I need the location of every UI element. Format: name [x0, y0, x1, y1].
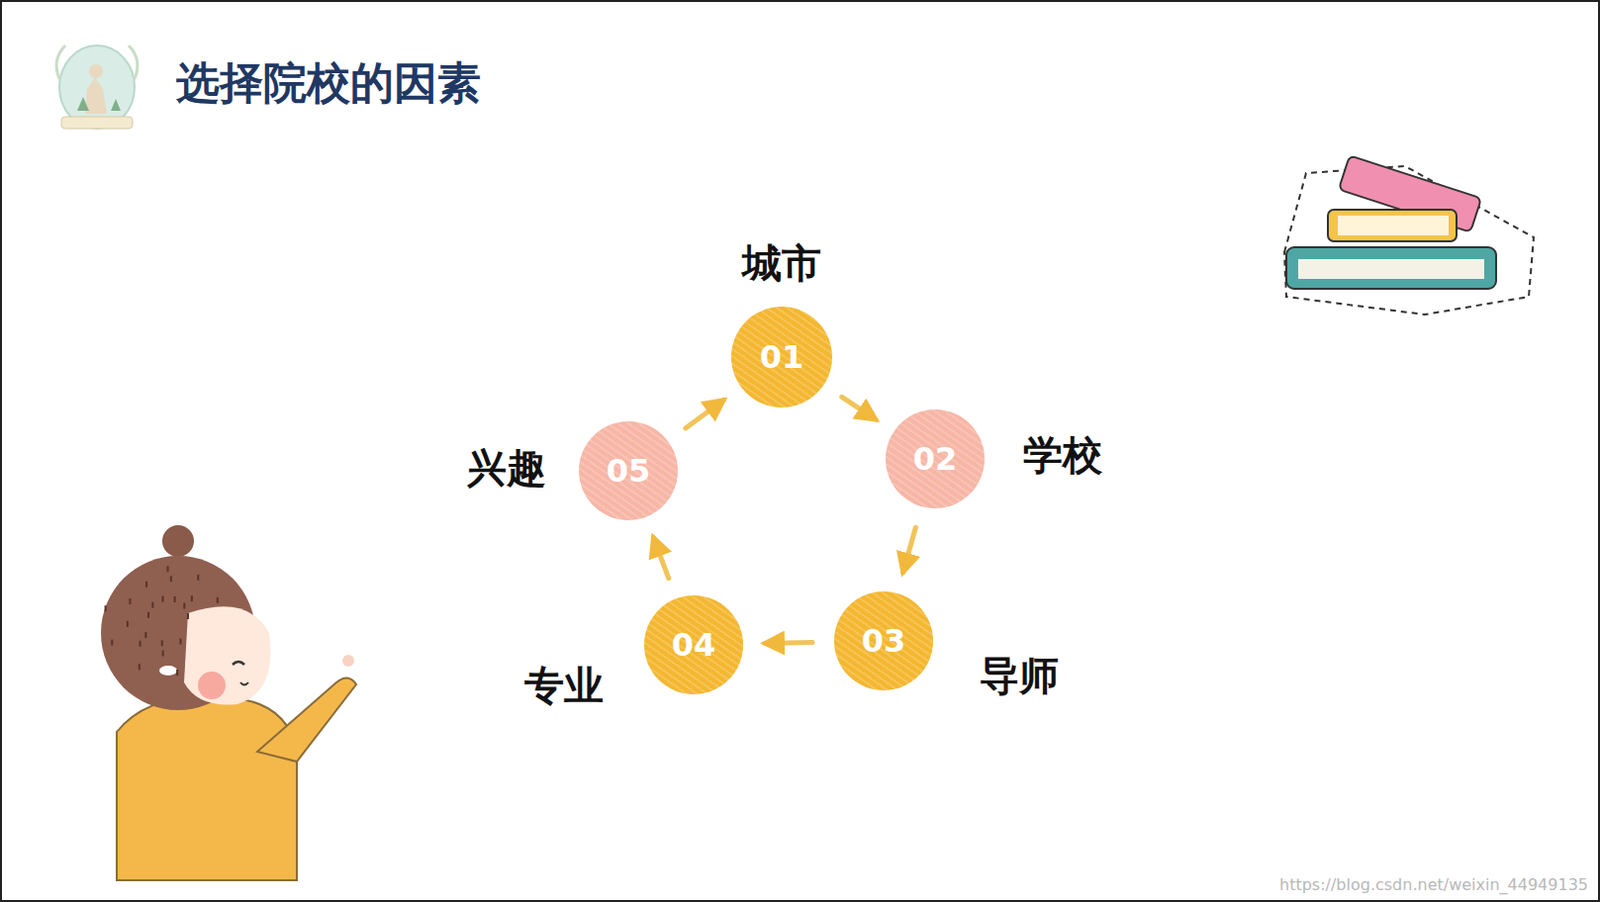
flow-arrow	[903, 527, 917, 572]
slide-title: 选择院校的因素	[176, 54, 481, 113]
factor-label: 导师	[979, 649, 1059, 704]
flow-arrow	[653, 537, 668, 578]
factor-label: 专业	[524, 658, 604, 714]
girl-illustration	[100, 525, 357, 881]
factor-circle: 导师03	[834, 591, 934, 691]
step-number: 02	[913, 440, 958, 478]
step-number: 04	[671, 626, 717, 664]
step-number: 01	[759, 338, 805, 377]
title-icon	[56, 45, 138, 129]
factor-circle: 兴趣05	[578, 421, 678, 521]
flow-arrow	[685, 399, 725, 429]
watermark: https://blog.csdn.net/weixin_44949135	[1279, 875, 1589, 895]
factor-label: 城市	[742, 236, 822, 291]
factor-circle: 专业04	[644, 595, 744, 695]
flow-arrow	[764, 643, 813, 645]
books-illustration	[1284, 155, 1534, 315]
factor-circle: 城市01	[731, 306, 833, 408]
factor-circle: 学校02	[885, 409, 985, 509]
factor-label: 学校	[1023, 428, 1103, 483]
step-number: 03	[861, 622, 907, 660]
step-number: 05	[606, 452, 652, 490]
flow-arrow	[842, 396, 876, 420]
factor-label: 兴趣	[467, 441, 547, 496]
